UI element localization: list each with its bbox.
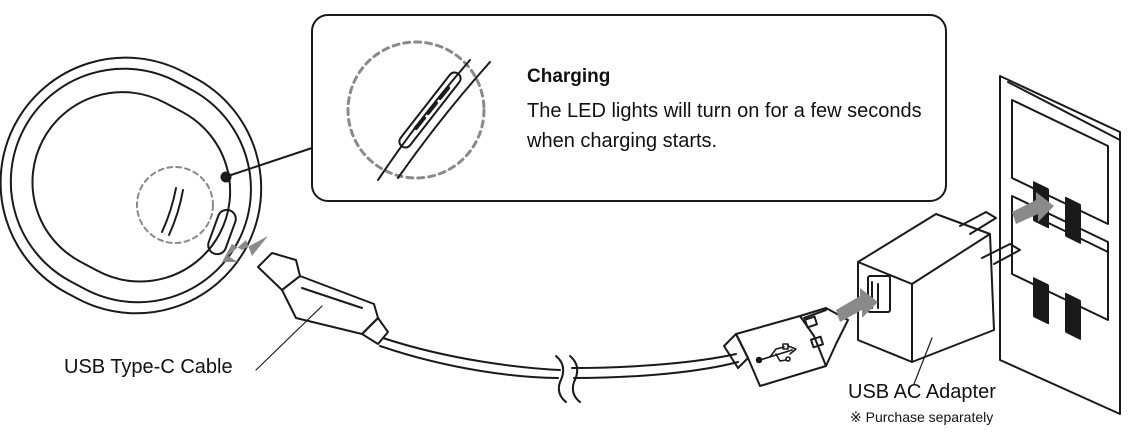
wall-outlet <box>999 75 1121 415</box>
ac-adapter <box>857 211 1021 363</box>
arrow-into-case-icon <box>222 236 268 262</box>
usb-c-plug <box>257 252 389 345</box>
adapter-label: USB AC Adapter <box>848 381 996 403</box>
usb-cable <box>379 337 739 403</box>
callout-dot <box>220 171 232 183</box>
usb-a-plug <box>723 307 849 387</box>
zoom-led-detail <box>377 59 491 181</box>
usb-c-port <box>207 208 237 256</box>
charging-case <box>0 56 263 315</box>
cable-label: USB Type-C Cable <box>64 356 233 378</box>
callout-body: The LED lights will turn on for a few se… <box>527 100 922 152</box>
led-indicator <box>161 187 184 236</box>
cable-leader <box>255 305 323 371</box>
callout-box <box>311 14 947 202</box>
zoom-circle <box>346 40 486 180</box>
case-highlight-circle <box>136 166 214 244</box>
adapter-note: ※ Purchase separately <box>850 409 994 425</box>
arrow-into-adapter-icon <box>836 288 878 322</box>
adapter-leader <box>913 337 933 385</box>
callout-title: Charging <box>527 66 611 87</box>
usb-symbol-icon <box>755 343 797 364</box>
callout-connector <box>227 147 313 177</box>
arrow-into-outlet-icon <box>1012 192 1054 224</box>
